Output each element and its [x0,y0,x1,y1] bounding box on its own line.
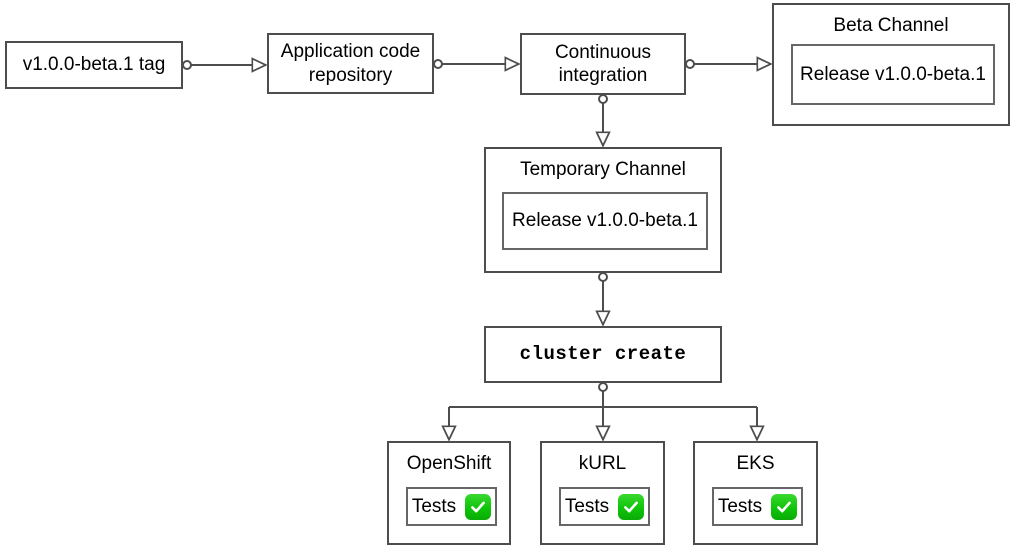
node-eks-tests[interactable]: Tests [712,487,803,526]
node-openshift-tests[interactable]: Tests [406,487,497,526]
node-beta-channel-release[interactable]: Release v1.0.0-beta.1 [791,44,995,105]
green-check-icon [771,493,798,520]
node-beta-channel-title: Beta Channel [833,15,949,36]
node-beta-channel[interactable]: Beta Channel Release v1.0.0-beta.1 [772,3,1010,126]
node-temporary-channel-release-label: Release v1.0.0-beta.1 [512,210,698,232]
node-openshift-title: OpenShift [406,453,492,474]
node-cluster-create[interactable]: cluster create [484,326,722,383]
node-cluster-create-label: cluster create [519,342,687,365]
node-eks-tests-label: Tests [717,495,763,517]
node-continuous-integration-label: Continuous integration [554,41,652,86]
green-check-icon [465,493,492,520]
node-temporary-channel-title: Temporary Channel [520,159,686,180]
node-kurl-tests[interactable]: Tests [559,487,650,526]
node-beta-channel-release-label: Release v1.0.0-beta.1 [800,63,986,85]
node-temporary-channel[interactable]: Temporary Channel Release v1.0.0-beta.1 [484,147,722,273]
green-check-icon [618,493,645,520]
node-application-code-repository[interactable]: Application code repository [267,33,434,94]
node-openshift[interactable]: OpenShift Tests [387,441,511,545]
node-tag-label: v1.0.0-beta.1 tag [22,54,166,76]
node-eks-title: EKS [736,453,775,474]
node-kurl-tests-label: Tests [564,495,610,517]
node-kurl[interactable]: kURL Tests [540,441,665,545]
node-openshift-tests-label: Tests [411,495,457,517]
node-tag[interactable]: v1.0.0-beta.1 tag [5,41,183,89]
node-temporary-channel-release[interactable]: Release v1.0.0-beta.1 [502,192,708,250]
node-kurl-title: kURL [578,453,627,474]
node-continuous-integration[interactable]: Continuous integration [520,33,686,95]
node-eks[interactable]: EKS Tests [693,441,818,545]
node-application-code-repository-label: Application code repository [280,41,421,86]
